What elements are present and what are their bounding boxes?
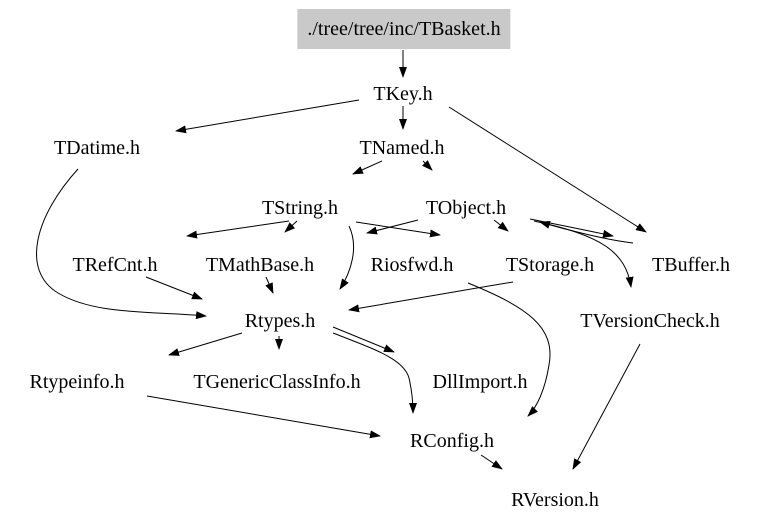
edge-tobject-to-tbuffer xyxy=(529,218,614,238)
edge-tstorage-to-rtypes xyxy=(348,281,514,313)
graph-node-tbasket: ./tree/tree/inc/TBasket.h xyxy=(297,9,511,49)
edge-tobject-to-riosfwd xyxy=(366,219,419,235)
edge-tkey-to-tdatime xyxy=(175,99,360,134)
graph-node-tgenericclassinfo[interactable]: TGenericClassInfo.h xyxy=(193,371,361,393)
edge-tobject-to-tversioncheck xyxy=(533,220,634,288)
graph-node-dllimport[interactable]: DllImport.h xyxy=(432,371,528,393)
graph-node-rversion[interactable]: RVersion.h xyxy=(511,489,599,511)
dependency-edges xyxy=(36,50,647,470)
edge-tkey-to-tbuffer xyxy=(448,106,647,233)
graph-node-tkey[interactable]: TKey.h xyxy=(373,83,433,105)
edge-tstring-to-rtypes xyxy=(339,225,355,290)
edge-rtypes-to-dllimport xyxy=(332,326,395,353)
graph-node-tnamed[interactable]: TNamed.h xyxy=(359,137,445,159)
edge-tobject-to-tstorage xyxy=(493,219,509,232)
edge-rconfig-to-rversion xyxy=(480,454,503,470)
graph-node-trefcnt[interactable]: TRefCnt.h xyxy=(72,254,158,276)
graph-node-riosfwd[interactable]: Riosfwd.h xyxy=(370,254,454,276)
graph-node-tobject[interactable]: TObject.h xyxy=(425,197,507,219)
graph-node-rtypeinfo[interactable]: Rtypeinfo.h xyxy=(29,371,125,393)
graph-node-tstring[interactable]: TString.h xyxy=(261,197,339,219)
edge-tstring-to-tmathbase xyxy=(284,220,298,233)
edge-tmathbase-to-rtypes xyxy=(265,276,274,294)
edge-rtypeinfo-to-rconfig xyxy=(146,395,381,439)
edge-tnamed-to-tstring xyxy=(352,160,383,175)
graph-node-rtypes[interactable]: Rtypes.h xyxy=(244,310,316,332)
graph-node-tstorage[interactable]: TStorage.h xyxy=(505,254,595,276)
graph-node-tversioncheck[interactable]: TVersionCheck.h xyxy=(580,310,720,332)
edge-rtypes-to-rtypeinfo xyxy=(168,332,243,356)
edge-trefcnt-to-rtypes xyxy=(145,276,203,300)
graph-node-rconfig[interactable]: RConfig.h xyxy=(410,430,494,452)
graph-node-tmathbase[interactable]: TMathBase.h xyxy=(205,254,315,276)
edge-riosfwd-to-rconfig xyxy=(467,282,551,417)
edge-tnamed-to-tobject xyxy=(422,160,433,171)
edge-tdatime-to-rtypes xyxy=(36,168,207,320)
edge-tstring-to-riosfwd xyxy=(355,221,441,238)
graph-node-tdatime[interactable]: TDatime.h xyxy=(53,137,141,159)
edge-tversioncheck-to-rversion xyxy=(572,343,641,470)
graph-node-tbuffer[interactable]: TBuffer.h xyxy=(652,254,730,276)
edge-tstring-to-trefcnt xyxy=(186,220,290,239)
edge-rtypes-to-rconfig xyxy=(332,332,417,414)
